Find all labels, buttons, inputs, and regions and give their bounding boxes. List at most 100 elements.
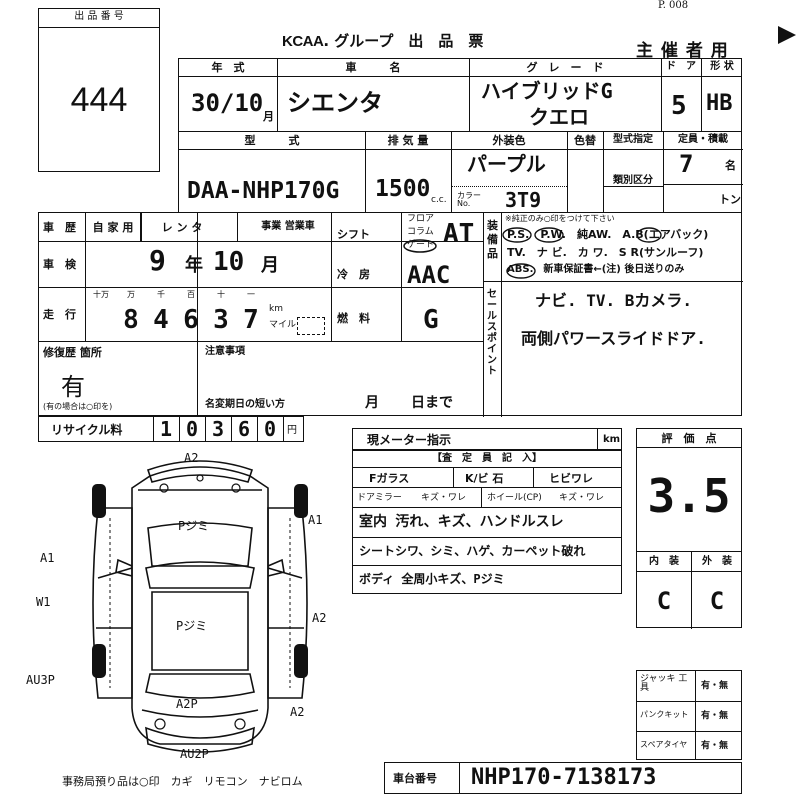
equipment-side-label: 装備品 <box>487 219 498 260</box>
recycle-digit-5: 0 <box>263 417 277 441</box>
mileage-digit-4: 6 <box>183 305 199 335</box>
meter-label: 現メーター指示 <box>367 433 452 447</box>
tools-box: ジャッキ 工 具 有・無 パンクキット 有・無 スペアタイヤ 有・無 <box>636 670 742 760</box>
repair-value: 有 <box>61 373 85 401</box>
lot-number: 444 <box>70 81 128 119</box>
mileage-digit-2: 8 <box>123 305 139 335</box>
history-business: 事業 営業車 <box>261 221 315 232</box>
grade-value-1: ハイブリッドG <box>481 79 613 103</box>
vehicle-info-row1: 年 式 車 名 グ レ ー ド ド ア 形 状 30/10 月 シエンタ ハイブ… <box>178 58 742 132</box>
equipment-circles <box>502 227 662 279</box>
mark-right-rear: A2 <box>290 705 305 719</box>
mileage-km: km <box>269 304 283 314</box>
exterior-color-value: パープル <box>467 152 546 176</box>
shape-value: HB <box>706 91 733 116</box>
grade-label: グ レ ー ド <box>526 61 604 74</box>
mileage-digit-6: 7 <box>243 305 259 335</box>
repair-label: 修復歴 箇所 <box>43 346 102 359</box>
fuel-label: 燃 料 <box>337 312 370 325</box>
inspection-year-unit: 年 <box>185 255 203 276</box>
history-private: 自 家 用 <box>92 221 134 234</box>
color-no-label: カラー No. <box>457 191 481 208</box>
inspector-note-1: 室内 汚れ、キズ、ハンドルスレ <box>359 514 564 530</box>
mark-left-front: A1 <box>40 551 55 565</box>
sales-point-side-label: セールスポイント <box>487 289 497 377</box>
score-label: 評 価 点 <box>661 432 717 445</box>
capacity-unit: 名 <box>725 159 736 172</box>
history-label: 車 歴 <box>43 221 76 234</box>
tool-spare-value: 有・無 <box>701 741 729 751</box>
door-value: 5 <box>671 91 687 121</box>
mileage-mile: マイル <box>269 320 297 330</box>
color-no-value: 3T9 <box>505 188 542 212</box>
equipment-line-3: ABS. 新車保証書←(注) 後日送りのみ <box>507 264 685 275</box>
year-label: 年 式 <box>211 61 245 74</box>
expiry-month: 月 <box>365 395 379 411</box>
tool-jack-label: ジャッキ 工 具 <box>640 674 697 693</box>
wheel-value: キズ・ワレ <box>559 493 605 503</box>
chassis-value: NHP170-7138173 <box>471 765 657 790</box>
capacity-label: 定員・積載 <box>678 134 728 145</box>
model-label: 型 式 <box>244 134 300 147</box>
interior-label: 内 装 <box>649 556 679 567</box>
mileage-unit-5: 十 <box>217 290 225 299</box>
mileage-digit-5: 3 <box>213 305 229 335</box>
mirror-label: ドアミラー <box>357 493 402 503</box>
repair-note: (有の場合は○印を) <box>43 402 113 411</box>
displacement-label: 排 気 量 <box>387 134 429 147</box>
car-name-label: 車 名 <box>345 61 401 74</box>
aircon-value: AAC <box>407 261 451 289</box>
mark-rear-bumper: AU2P <box>180 747 209 761</box>
exterior-color-label: 外装色 <box>492 134 526 147</box>
expiry-label: 名変期日の短い方 <box>205 399 285 410</box>
sales-point-line-1: ナビ. TV. Bカメラ. <box>535 291 693 310</box>
door-label: ド ア <box>666 61 696 72</box>
meter-unit: km <box>603 434 621 445</box>
mileage-digit-3: 4 <box>153 305 169 335</box>
vehicle-info-row2: 型 式 排 気 量 外装色 色替 型式指定 定員・積載 類別区分 DAA-NHP… <box>178 131 743 213</box>
history-rental: レ ン タ <box>161 221 203 234</box>
tool-jack-value: 有・無 <box>701 681 729 691</box>
shape-label: 形 状 <box>710 61 734 72</box>
details-block: 車 歴 自 家 用 レ ン タ 事業 営業車 シフト フロア コラム ゲート A… <box>38 212 743 417</box>
mark-roof: Pジミ <box>176 619 208 633</box>
lot-number-box: 出 品 番 号 444 <box>38 8 160 172</box>
equipment-line-2: TV. ナ ビ. カ ワ. S R(サンルーフ) <box>507 246 704 259</box>
ton-unit: トン <box>719 193 741 206</box>
mark-right-door: A2 <box>312 611 327 625</box>
tool-puncture-value: 有・無 <box>701 711 729 721</box>
capacity-value: 7 <box>679 150 694 178</box>
office-note: 事務局預り品は○印 カギ リモコン ナビロム <box>62 775 303 788</box>
recycle-yen: 円 <box>287 425 297 436</box>
expiry-day: 日まで <box>411 395 453 411</box>
mileage-unit-2: 万 <box>127 290 135 299</box>
page-number: P. 008 <box>658 0 689 11</box>
recycle-fee-label: リサイクル料 <box>51 423 123 437</box>
interior-value: C <box>656 587 672 615</box>
mileage-unit-3: 千 <box>157 290 165 299</box>
recycle-digit-3: 3 <box>211 417 225 441</box>
header-title: KCAA. グループ 出 品 票 <box>282 30 483 51</box>
shift-column: コラム <box>407 227 434 237</box>
equipment-line-1: P.S. P.W. 純AW. A.B(エアバック) <box>507 228 709 241</box>
mark-hood: Pジミ <box>178 519 210 533</box>
mileage-unit-6: 一 <box>247 290 255 299</box>
category-label: 類別区分 <box>613 175 653 186</box>
tool-spare-label: スペアタイヤ <box>640 740 688 749</box>
shift-label: シフト <box>337 228 370 241</box>
fuel-value: G <box>423 305 439 335</box>
color-change-label: 色替 <box>574 134 596 147</box>
recycle-fee-box: リサイクル料 1 0 3 6 0 円 <box>38 416 304 442</box>
tool-puncture-label: パンクキット <box>640 710 689 719</box>
car-damage-diagram <box>92 460 308 753</box>
year-value: 30/10 <box>191 89 264 117</box>
group-title: . グループ 出 品 票 <box>323 32 484 50</box>
arrow-icon <box>778 26 796 44</box>
shift-gate: ゲート <box>407 240 435 250</box>
cc-unit: c.c. <box>431 195 447 205</box>
inspection-year-value: 9 <box>149 244 166 277</box>
gate-circle <box>403 239 437 253</box>
inspection-label: 車 検 <box>43 258 76 271</box>
recycle-digit-1: 1 <box>159 417 173 441</box>
shift-value: AT <box>443 219 475 249</box>
